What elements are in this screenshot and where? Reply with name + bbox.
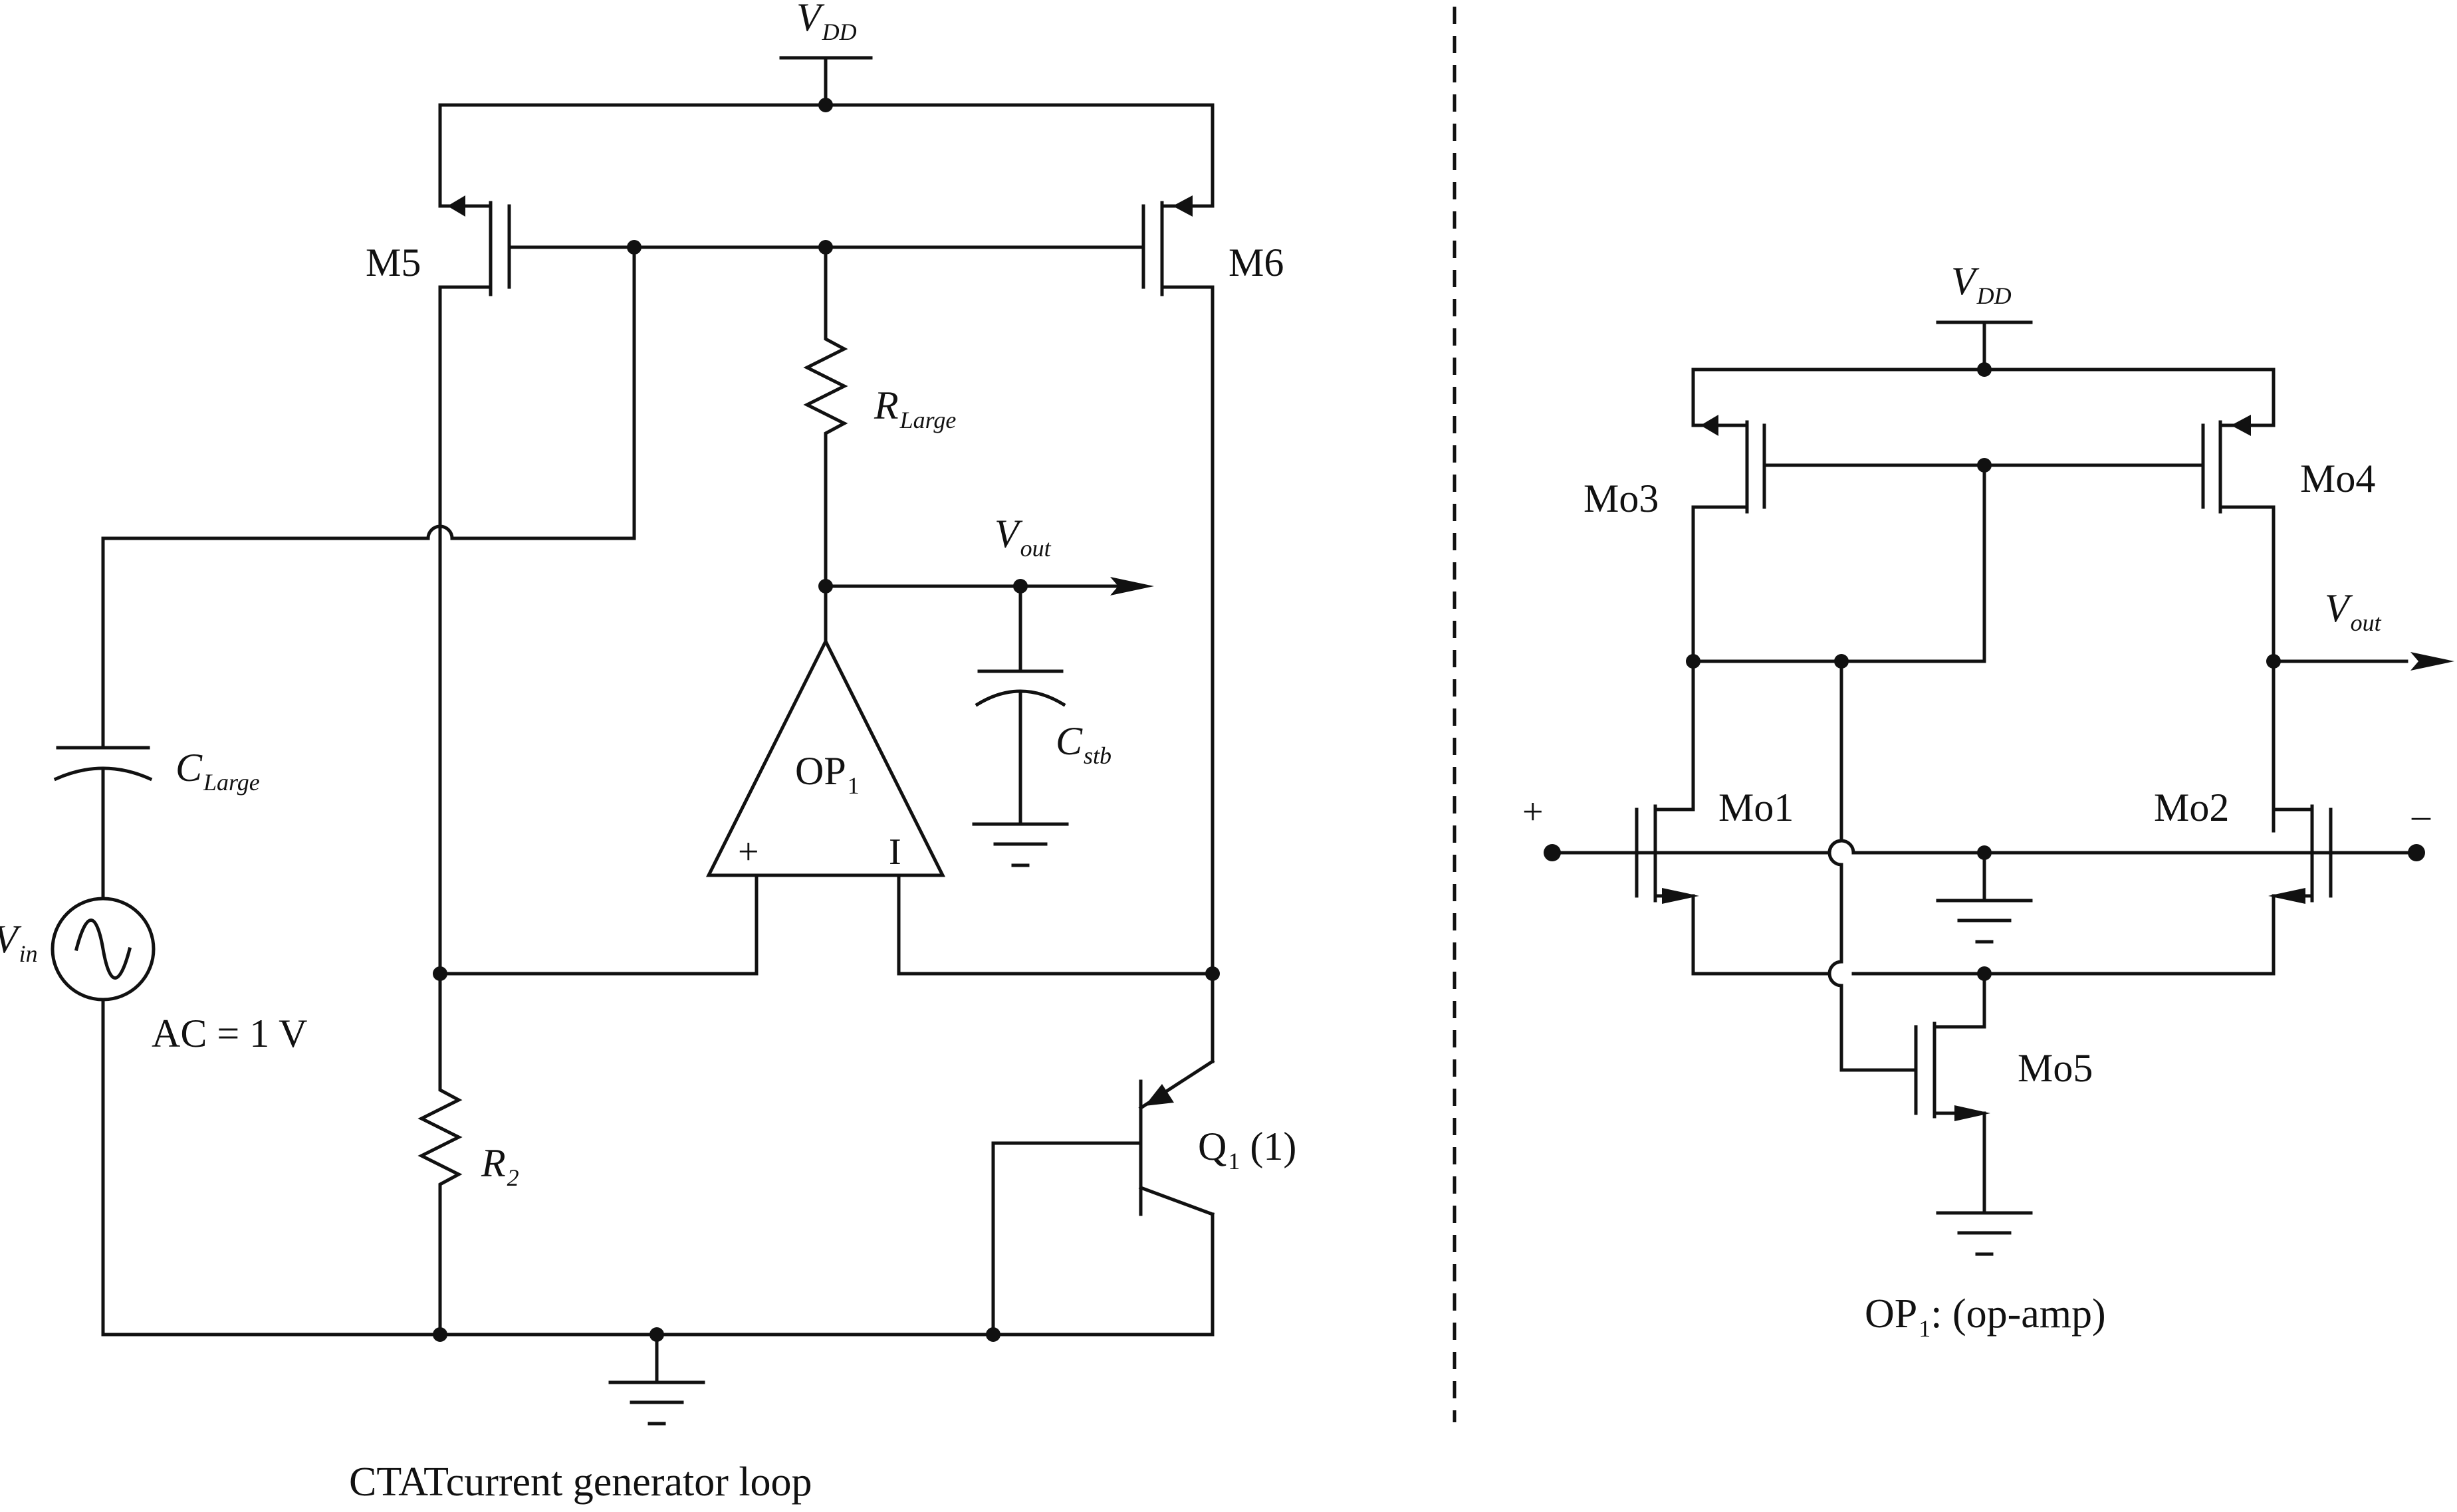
op1-label: OP1 bbox=[795, 749, 860, 799]
op-amp-op1 bbox=[705, 584, 946, 976]
mo3-label: Mo3 bbox=[1583, 477, 1659, 520]
transistor-mo2 bbox=[2268, 804, 2333, 976]
r-large-label: RLarge bbox=[874, 383, 956, 433]
mirror-drain-node bbox=[1686, 654, 1986, 811]
plus-input-terminal bbox=[1544, 844, 1561, 861]
mo4-source-arrow bbox=[2231, 415, 2251, 436]
capacitor-c-large bbox=[53, 746, 153, 899]
transistor-mo1 bbox=[1635, 804, 1699, 976]
vout-label-left: Vout bbox=[994, 512, 1052, 562]
op-amp-internal-circuit: VDD Mo3 Mo4 bbox=[1522, 259, 2454, 1342]
ac-source-vin bbox=[51, 897, 156, 1337]
transistor-m6 bbox=[1141, 195, 1215, 976]
minus-input-label: – bbox=[2411, 795, 2431, 836]
m6-source-arrow bbox=[1173, 195, 1193, 217]
resistor-r2 bbox=[417, 972, 463, 1337]
vdd-supply-left bbox=[779, 56, 873, 106]
vout-output-right bbox=[2266, 652, 2454, 671]
m5-label: M5 bbox=[366, 241, 421, 284]
top-rail-right bbox=[1691, 362, 2276, 427]
vdd-label-left: VDD bbox=[796, 0, 857, 45]
transistor-q1 bbox=[991, 972, 1215, 1337]
op-input-wires bbox=[433, 966, 1220, 981]
q1-emitter-arrow bbox=[1145, 1084, 1174, 1106]
mo2-source-arrow bbox=[2268, 888, 2305, 904]
minus-input-terminal bbox=[2408, 844, 2425, 861]
c-stb-label: Cstb bbox=[1056, 719, 1112, 769]
vout-arrow-right bbox=[2410, 652, 2454, 671]
ground-rail-left bbox=[101, 1327, 1215, 1426]
left-circuit-caption: CTATcurrent generator loop bbox=[349, 1459, 812, 1505]
mo5-label: Mo5 bbox=[2018, 1046, 2093, 1090]
right-circuit-caption: OP1: (op-amp) bbox=[1865, 1291, 2106, 1342]
bias-wire-mo5 bbox=[1827, 659, 1918, 1072]
op1-plus-input-label: + bbox=[738, 831, 759, 873]
transistor-mo4 bbox=[2201, 415, 2276, 833]
mo5-source-arrow bbox=[1954, 1105, 1990, 1121]
tail-node bbox=[1691, 966, 2276, 1029]
op1-minus-input-label: I bbox=[889, 831, 901, 873]
mo1-source-arrow bbox=[1662, 888, 1699, 904]
vin-label: Vin bbox=[0, 917, 38, 967]
feedback-wire-left bbox=[101, 245, 636, 750]
transistor-mo3 bbox=[1691, 415, 1766, 660]
resistor-r-large bbox=[803, 245, 848, 588]
ctat-current-generator-loop: VDD M5 M6 bbox=[0, 0, 1296, 1505]
vdd-supply-right bbox=[1936, 320, 2033, 372]
ac-amplitude-label: AC = 1 V bbox=[152, 1012, 307, 1055]
vdd-label-right: VDD bbox=[1951, 259, 2012, 309]
vout-arrow-left bbox=[1110, 577, 1154, 595]
vout-output-left bbox=[818, 577, 1154, 595]
q1-label: Q1 (1) bbox=[1198, 1125, 1296, 1174]
top-rail-left bbox=[438, 98, 1215, 208]
transistor-mo5 bbox=[1914, 1022, 2033, 1256]
r2-label: R2 bbox=[481, 1141, 519, 1191]
mo4-label: Mo4 bbox=[2300, 457, 2375, 500]
m5-source-arrow bbox=[447, 195, 465, 217]
capacitor-c-stb bbox=[972, 584, 1069, 867]
vout-label-right: Vout bbox=[2325, 586, 2382, 636]
diff-input-line bbox=[1544, 839, 2425, 944]
transistor-m5 bbox=[438, 195, 511, 976]
plus-input-label: + bbox=[1522, 792, 1544, 833]
c-large-label: CLarge bbox=[176, 746, 260, 796]
mo3-source-arrow bbox=[1700, 415, 1718, 436]
m6-label: M6 bbox=[1228, 241, 1284, 284]
mirror-gate-line bbox=[1762, 458, 2205, 663]
mo2-label: Mo2 bbox=[2154, 786, 2229, 829]
mo1-label: Mo1 bbox=[1718, 786, 1794, 829]
